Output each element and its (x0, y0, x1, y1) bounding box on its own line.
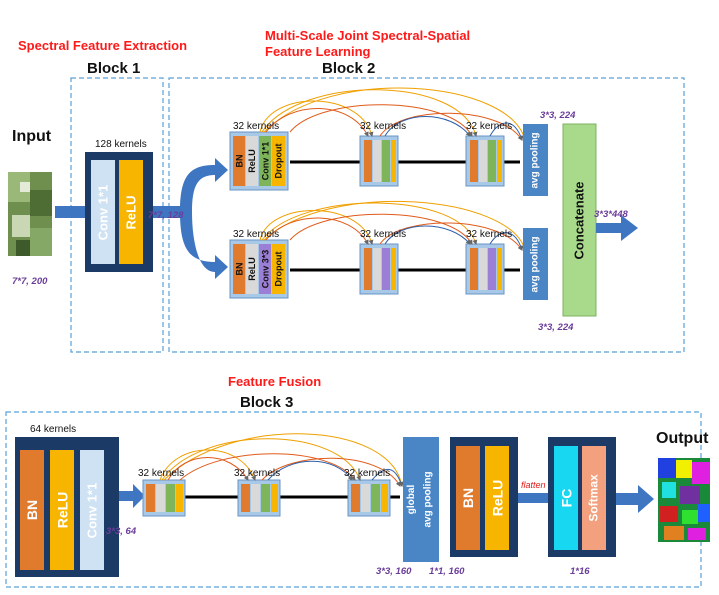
block3-dense-kernels-1: 32 kernels (138, 468, 185, 479)
block3-bn2-label: BN (459, 487, 476, 509)
dim-concat-out: 3*3*448 (594, 209, 628, 220)
block3-bn2 (456, 446, 480, 550)
top-conv-label: Conv 1*1 (260, 141, 271, 181)
top-kernels-2: 32 kernels (360, 121, 407, 132)
block3-conv (80, 450, 104, 570)
bottom-pool-label: avg pooling (530, 235, 542, 293)
dim-input: 7*7, 200 (12, 276, 48, 287)
output-title: Output (656, 430, 709, 447)
block3-relu2 (485, 446, 509, 550)
block3-in-arrow (119, 491, 133, 501)
input-title: Input (12, 128, 52, 145)
dim-block3-in: 3*3, 64 (106, 526, 137, 537)
block3-in-head (133, 484, 145, 508)
fc-label: FC (557, 488, 574, 508)
title-feature-fusion: Feature Fusion (228, 374, 322, 389)
split-arrow-bottom (180, 212, 228, 279)
bottom-kernels-3: 32 kernels (466, 229, 513, 240)
block3-dense-kernels-3: 32 kernels (344, 468, 391, 479)
output-arrow-head (638, 485, 654, 513)
softmax-label: Softmax (587, 474, 601, 522)
pool-top-box (523, 124, 548, 196)
top-pool-label: avg pooling (530, 131, 542, 189)
block1-relu-label: ReLU (123, 195, 139, 229)
branch-bottom (229, 200, 527, 299)
bottom-kernels-2: 32 kernels (360, 229, 407, 240)
title-spectral-feature-extraction: Spectral Feature Extraction (18, 38, 188, 53)
block1-relu (119, 160, 143, 264)
output-map (658, 458, 710, 542)
bottom-relu-label: ReLU (247, 257, 258, 281)
gap-box (403, 437, 439, 562)
input-image (8, 172, 52, 256)
block3-frame (5, 411, 702, 588)
block3-title: Block 3 (240, 394, 294, 411)
block3-dense-kernels-2: 32 kernels (234, 468, 281, 479)
block3-conv-label: Conv 1*1 (84, 482, 100, 538)
title-multiscale-line2: Feature Learning (265, 44, 371, 59)
softmax-bar (582, 446, 606, 550)
bottom-kernels-1: 32 kernels (233, 229, 280, 240)
top-relu-label: ReLU (247, 149, 258, 173)
block1-title: Block 1 (87, 60, 141, 77)
block3-relu2-label: ReLU (489, 479, 505, 517)
block3-bn-label: BN (23, 499, 40, 521)
gap-label-2: avg pooling (422, 471, 434, 528)
concat-out-arrow (596, 223, 621, 233)
block1-conv (91, 160, 115, 264)
bottom-conv-label: Conv 3*3 (260, 249, 271, 289)
dim-gap-in: 3*3, 160 (376, 566, 412, 577)
dim-gap-out: 1*1, 160 (429, 566, 465, 577)
concat-out-head (621, 215, 638, 241)
block3-kernels-main: 64 kernels (30, 424, 77, 435)
flatten-arrow (518, 493, 548, 503)
dim-after-block1: 7*7, 128 (148, 210, 184, 221)
block1-kernels: 128 kernels (95, 139, 147, 150)
block1-conv-label: Conv 1*1 (95, 184, 111, 240)
concat-label: Concatenate (572, 180, 587, 260)
dim-fc-out: 1*16 (570, 566, 590, 577)
block2-title: Block 2 (322, 60, 376, 77)
fc-bar (554, 446, 578, 550)
dim-pool-bottom: 3*3, 224 (538, 322, 574, 333)
block3-relu-label: ReLU (54, 491, 70, 529)
block3-bn (20, 450, 44, 570)
arrow-input-block1 (55, 206, 85, 218)
block3-relu (50, 450, 74, 570)
dim-pool-top: 3*3, 224 (540, 110, 576, 121)
split-arrow-top (180, 158, 228, 212)
pool-bottom-box (523, 228, 548, 300)
top-bn-label: BN (234, 154, 244, 168)
top-kernels-1: 32 kernels (233, 121, 280, 132)
block3-dense (142, 433, 404, 517)
flatten-label: flatten (521, 480, 546, 490)
title-multiscale-line1: Multi-Scale Joint Spectral-Spatial (265, 28, 471, 43)
bottom-dropout-label: Dropout (273, 251, 284, 287)
output-arrow (616, 493, 638, 505)
concat-box (562, 123, 597, 317)
top-dropout-label: Dropout (273, 143, 284, 179)
top-kernels-3: 32 kernels (466, 121, 513, 132)
bottom-bn-label: BN (234, 262, 244, 276)
branch-top (229, 87, 527, 191)
